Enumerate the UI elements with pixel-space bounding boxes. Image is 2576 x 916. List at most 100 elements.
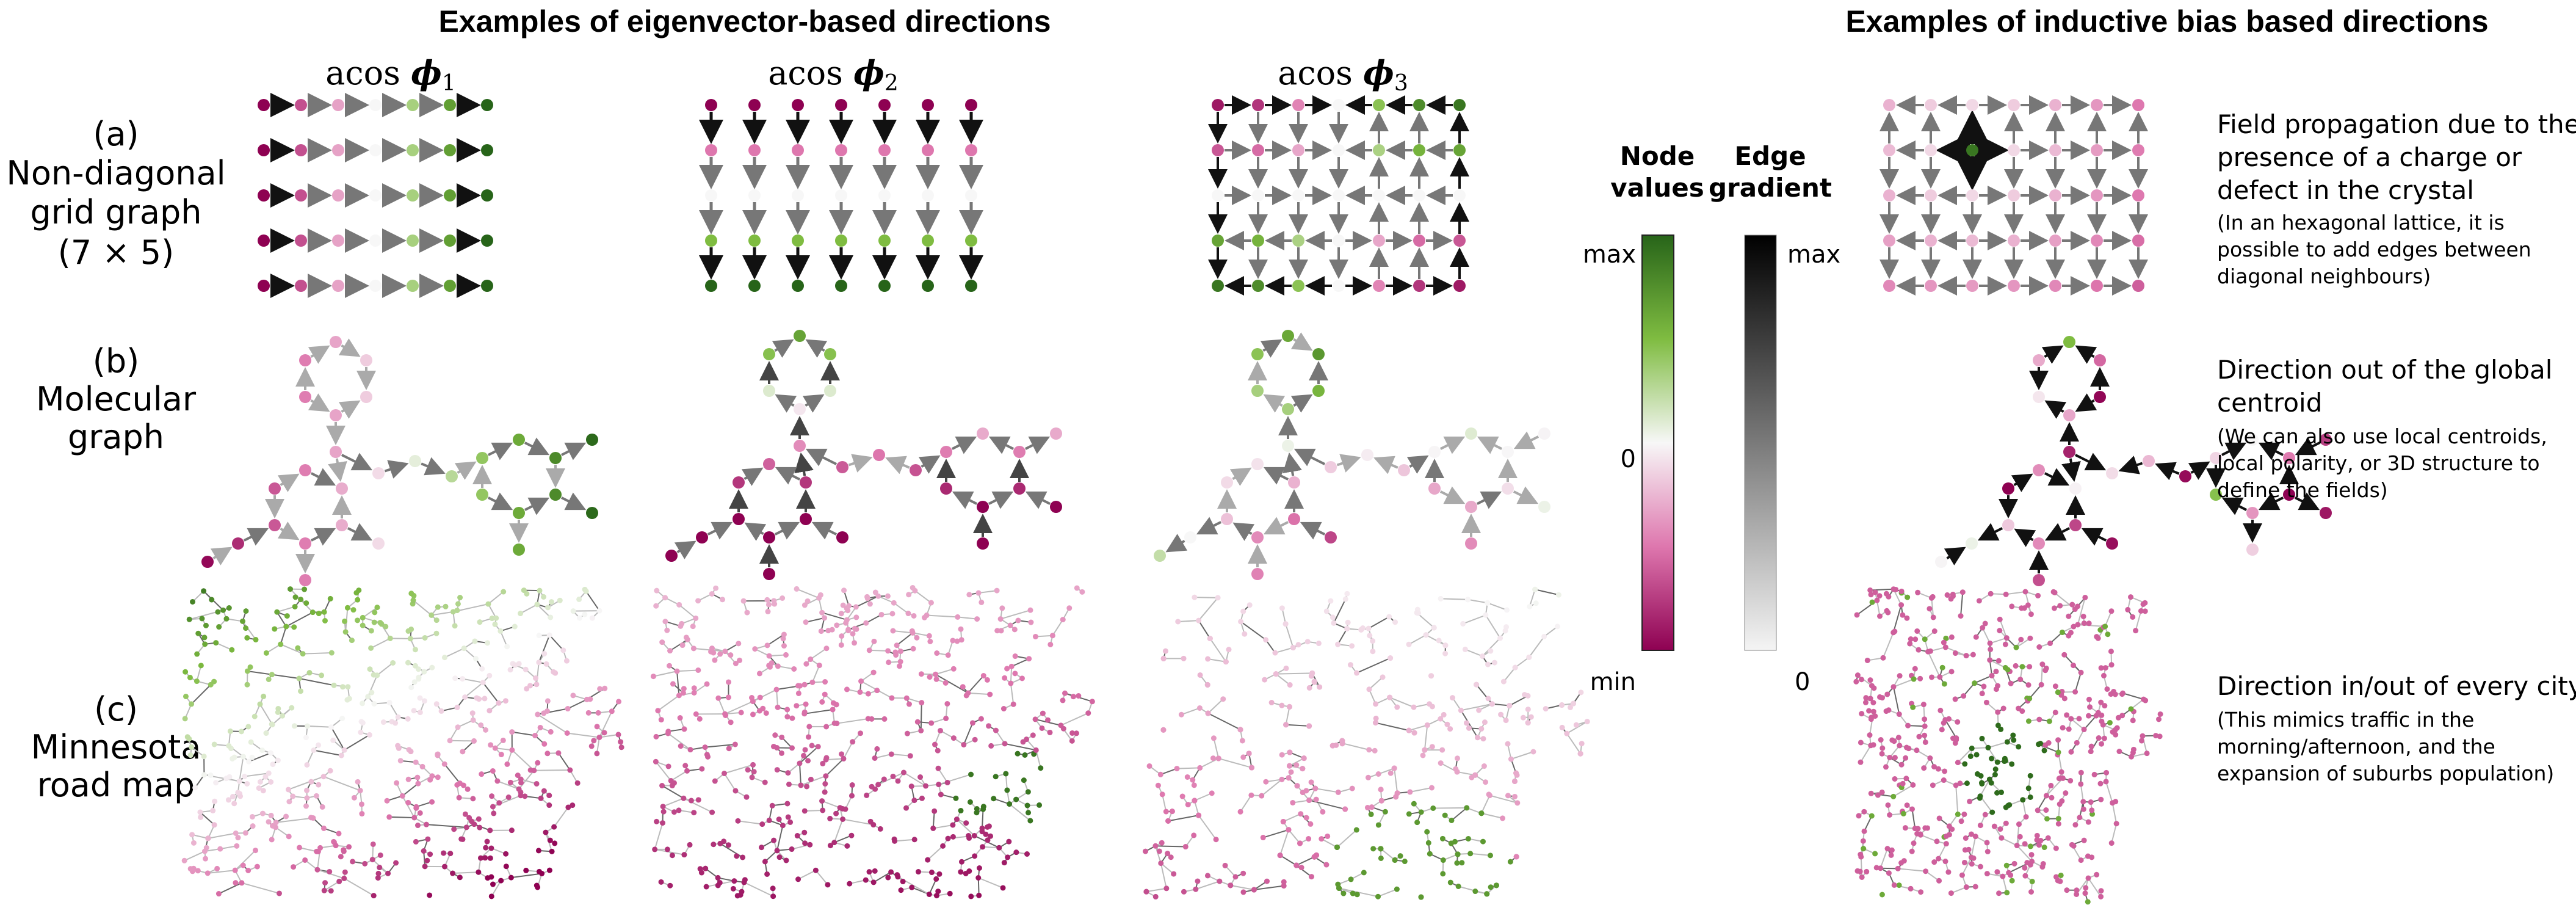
road-node xyxy=(767,818,772,823)
road-node xyxy=(1237,727,1243,732)
road-node xyxy=(424,858,430,863)
road-node xyxy=(584,697,590,702)
road-node xyxy=(892,838,897,844)
road-node xyxy=(1392,857,1398,863)
road-node xyxy=(994,588,1000,594)
road-node xyxy=(1505,793,1511,798)
road-node xyxy=(1240,871,1246,876)
road-node xyxy=(1246,751,1252,756)
graph-node xyxy=(299,574,311,586)
road-node xyxy=(303,735,309,740)
road-node xyxy=(328,724,334,730)
edge-arrow xyxy=(921,457,938,467)
road-node xyxy=(208,682,214,688)
road-node xyxy=(897,663,902,669)
road-node xyxy=(1366,626,1371,631)
road-node xyxy=(2140,733,2145,739)
road-edge xyxy=(1214,738,1218,758)
graph-node xyxy=(269,482,281,495)
road-node xyxy=(692,685,697,691)
road-node xyxy=(659,639,665,645)
road-node xyxy=(322,880,328,885)
road-node xyxy=(881,777,887,782)
road-node xyxy=(2042,845,2047,850)
road-node xyxy=(1316,641,1322,646)
road-node xyxy=(1323,862,1329,868)
road-node xyxy=(919,700,924,705)
graph-node xyxy=(835,234,847,247)
road-node xyxy=(1525,693,1531,699)
road-node xyxy=(1152,843,1158,849)
road-node xyxy=(709,645,715,651)
road-edge xyxy=(2075,672,2081,692)
column-header-phi2: acos ϕ2 xyxy=(768,53,899,96)
road-node xyxy=(545,698,551,703)
edge-arrow xyxy=(2016,530,2033,540)
desc3-line1: Direction in/out of every city xyxy=(2217,671,2576,701)
road-node xyxy=(715,696,721,701)
graph-node xyxy=(733,513,745,525)
road-node xyxy=(2048,783,2053,788)
road-node xyxy=(2027,636,2033,641)
graph-node xyxy=(2033,391,2045,403)
graph-node xyxy=(549,452,562,464)
road-node xyxy=(2110,800,2115,805)
road-node xyxy=(1165,851,1170,856)
desc1-line1: Field propagation due to the xyxy=(2217,109,2576,139)
road-node xyxy=(1472,772,1478,778)
graph-node xyxy=(1883,234,1895,247)
road-node xyxy=(2026,682,2031,688)
road-node xyxy=(2079,770,2084,776)
road-node xyxy=(1983,812,1988,817)
road-node xyxy=(2028,843,2033,849)
road-node xyxy=(703,744,708,750)
road-node xyxy=(991,796,996,801)
road-node xyxy=(498,878,504,884)
road-node xyxy=(934,893,939,898)
road-node xyxy=(1058,722,1063,728)
road-node xyxy=(1916,734,1922,740)
road-node xyxy=(1398,853,1403,859)
edge-arrow xyxy=(2121,463,2142,470)
graph-node xyxy=(836,461,848,473)
road-node xyxy=(290,794,295,799)
road-node xyxy=(816,744,821,749)
road-node xyxy=(822,781,828,787)
road-node xyxy=(827,816,833,821)
road-node xyxy=(2022,873,2028,879)
road-node xyxy=(1929,595,1934,601)
edge-arrow xyxy=(1477,493,1500,504)
graph-node xyxy=(1212,189,1224,202)
road-node xyxy=(371,701,377,707)
road-node xyxy=(1887,755,1892,760)
road-node xyxy=(1880,892,1885,898)
road-node xyxy=(192,785,198,790)
road-edge xyxy=(1146,889,1167,892)
road-node xyxy=(929,870,935,875)
road-node xyxy=(584,589,589,594)
road-node xyxy=(1897,743,1902,748)
graph-node xyxy=(446,470,458,482)
road-node xyxy=(595,724,600,729)
road-edge xyxy=(1378,889,1397,896)
road-node xyxy=(1442,813,1448,818)
road-node xyxy=(1312,854,1317,860)
road-node xyxy=(1158,772,1163,777)
column-header-phi1: acos ϕ1 xyxy=(325,53,456,96)
road-node xyxy=(460,676,465,682)
graph-node xyxy=(232,537,244,550)
road-node xyxy=(545,708,550,714)
road-edge xyxy=(1200,758,1219,768)
road-node xyxy=(2009,762,2014,767)
road-node xyxy=(435,605,441,610)
road-node xyxy=(393,860,399,866)
road-node xyxy=(434,701,440,707)
road-edge xyxy=(725,773,736,790)
road-node xyxy=(2108,608,2114,614)
road-edge xyxy=(826,758,844,776)
road-node xyxy=(905,611,911,616)
road-node xyxy=(772,602,777,607)
road-node xyxy=(359,801,364,807)
road-node xyxy=(1987,777,1992,782)
graph-node xyxy=(2132,99,2144,111)
